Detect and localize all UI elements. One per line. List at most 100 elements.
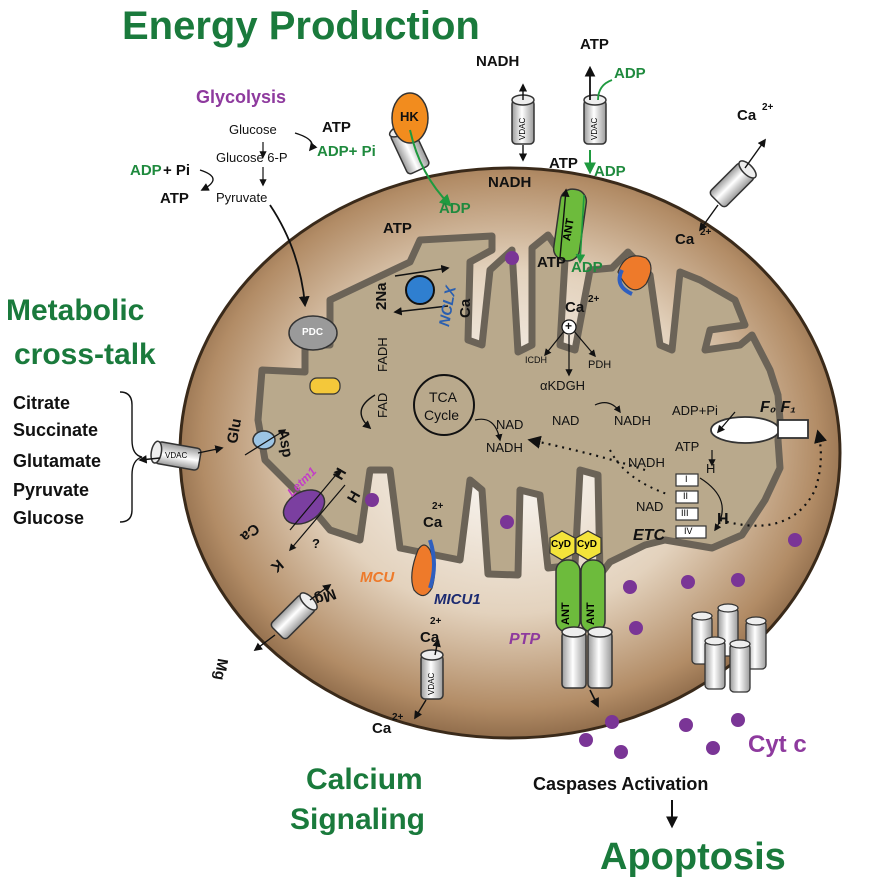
- ant-ptp-left-label: ANT: [560, 602, 572, 625]
- atp-ims-label: ATP: [383, 220, 412, 237]
- ant-ptp-right-label: ANT: [585, 602, 597, 625]
- pyruvate-label: Pyruvate: [216, 190, 268, 205]
- glyco-adp-pi-label: ADP+ Pi: [317, 143, 376, 160]
- metabolite-glucose: Glucose: [13, 508, 85, 528]
- micu1-label: MICU1: [434, 591, 481, 608]
- tca-cycle-ring: [413, 374, 475, 436]
- hk-label: HK: [400, 109, 419, 124]
- ca-mcu-label: Ca: [423, 514, 443, 531]
- metabolic-heading-1: Metabolic: [6, 294, 145, 327]
- ptp-arrow: [589, 689, 599, 708]
- ca-in-arrow: [699, 204, 719, 232]
- pdh-arrow: [572, 329, 596, 358]
- complex-iv: [675, 525, 707, 539]
- fadh-carrier: [309, 377, 341, 395]
- caspases-label: Caspases Activation: [533, 774, 709, 794]
- metabolite-glutamate: Glutamate: [13, 451, 102, 471]
- fadh-label: FADH: [375, 337, 390, 372]
- letm1-arrow-2: [289, 484, 346, 552]
- glu-label: Glu: [224, 417, 246, 445]
- nad-nadh-arrow-1: [474, 418, 503, 442]
- pyruvate-to-pdc-arrow: [269, 204, 310, 308]
- cyd-right: [575, 530, 602, 561]
- icdh-label: ICDH: [525, 355, 547, 365]
- vdac-label-atp: VDAC: [590, 117, 599, 140]
- inner-membrane-matrix: [254, 231, 784, 579]
- atp-ant-label: ATP: [537, 254, 566, 271]
- glycolysis-heading: Glycolysis: [196, 87, 287, 107]
- nclx-shape: [405, 275, 435, 305]
- ca-top-right-sup: 2+: [762, 102, 774, 113]
- ca-bottom-arrow-out: [414, 699, 427, 720]
- apoptosis-heading: Apoptosis: [600, 836, 786, 878]
- question-label: ?: [312, 536, 320, 551]
- nadh-top-label: NADH: [476, 53, 520, 70]
- fadh-fad-arrow: [360, 394, 376, 430]
- ant-adp-arrow: [575, 194, 586, 264]
- vdac-atp: [583, 94, 607, 145]
- metabolite-succinate: Succinate: [13, 420, 99, 440]
- metabolite-citrate: Citrate: [13, 393, 71, 413]
- complex-i-label: I: [685, 474, 688, 484]
- complex-i: [675, 473, 699, 487]
- fad-label: FAD: [375, 392, 390, 418]
- nclx-arrow-2: [393, 305, 449, 316]
- complex-iii: [675, 507, 699, 521]
- hk-shape: [391, 92, 429, 144]
- ca-ims-label: Ca: [675, 231, 695, 248]
- vdac-mg: [270, 592, 318, 640]
- glu-asp-carrier: [252, 430, 276, 450]
- adp-hk-label: ADP: [439, 200, 471, 217]
- vdac-oligomer: [691, 603, 767, 693]
- ca-matrix-sup: 2+: [588, 294, 600, 305]
- nad-etc-label: NAD: [636, 499, 664, 514]
- ca-out-arrow: [744, 138, 766, 169]
- glucose-label: Glucose: [229, 122, 277, 137]
- ca-bottom-arrow-in: [432, 638, 441, 656]
- adp-ant-label: ADP: [571, 259, 603, 276]
- adp-vdac-inner-label: ADP: [594, 163, 626, 180]
- mcu-top-shape: [617, 255, 652, 291]
- vdac-ptp-left: [561, 626, 587, 689]
- ca-bottom-out-sup: 2+: [392, 712, 404, 723]
- vdac-ca-bottom: [420, 649, 444, 700]
- adp-atp-curve: [199, 169, 214, 191]
- vdac-label-nadh: VDAC: [518, 117, 527, 140]
- vdac-label-left: VDAC: [165, 451, 188, 460]
- cyd-right-label: CyD: [577, 539, 598, 550]
- nadh-label-1: NADH: [486, 440, 523, 455]
- adp-vdac-arrow: [597, 79, 613, 101]
- complex-iv-label: IV: [684, 526, 693, 536]
- metabolic-bracket: [119, 391, 143, 523]
- ca-bottom-out-label: Ca: [372, 720, 392, 737]
- h-etc-label: H: [717, 511, 729, 528]
- asp-label: Asp: [274, 427, 296, 459]
- calcium-heading-1: Calcium: [306, 763, 423, 796]
- nclx-arrow-1: [394, 264, 450, 277]
- glyco-atp-label: ATP: [322, 119, 351, 136]
- complex-ii: [675, 490, 699, 504]
- akdgh-label: αKDGH: [540, 378, 586, 393]
- atp-vdac-inner-label: ATP: [549, 155, 578, 172]
- atp-synthase-label: ATP: [675, 439, 700, 454]
- pdc-label: PDC: [302, 327, 324, 338]
- cyd-left-label: CyD: [551, 539, 572, 550]
- calcium-heading-2: Signaling: [290, 803, 425, 836]
- ca-mcu-sup: 2+: [432, 501, 444, 512]
- mcu-bottom-blue: [428, 539, 436, 589]
- glyco-atp-left-label: ATP: [160, 190, 189, 207]
- nadh-label-2: NADH: [614, 413, 651, 428]
- icdh-arrow: [544, 329, 566, 357]
- complex-ii-label: II: [683, 491, 689, 501]
- f0f1-label: F₀ F₁: [760, 399, 796, 416]
- atp-synthase-arrow: [716, 411, 736, 434]
- nad-nadh-arrow-2: [594, 402, 621, 414]
- etc-proton-arrow: [699, 477, 723, 532]
- ca-vdac-bottom-label: Ca: [420, 629, 440, 646]
- atp-top-label: ATP: [580, 36, 609, 53]
- ca-vdac-bottom-sup: 2+: [430, 616, 442, 627]
- glyco-pi-left-label: + Pi: [163, 162, 191, 179]
- tca-label: TCA: [429, 389, 457, 405]
